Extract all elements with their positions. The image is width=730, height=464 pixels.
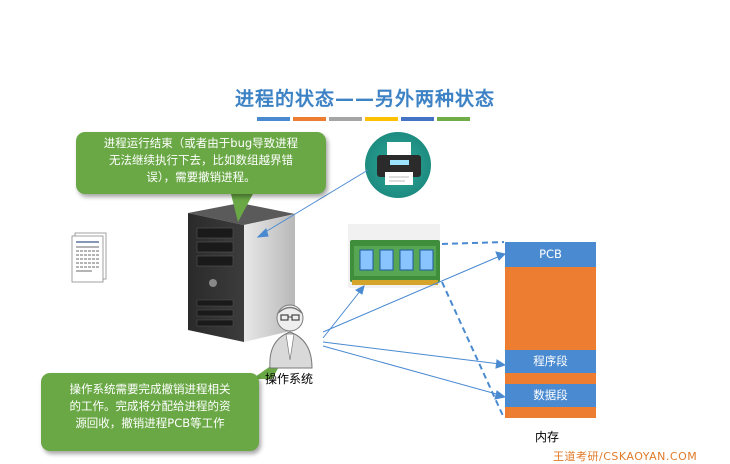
memory-label: 内存	[535, 430, 560, 444]
arrow-os-to-data-segment	[322, 345, 501, 396]
memory-expansion-lines	[441, 241, 505, 419]
title-bar-segment	[437, 117, 470, 121]
bubble-text-line: 的工作。完成将分配给进程的资	[69, 399, 231, 413]
title-bar-segment	[365, 117, 398, 121]
title-bar-segment	[257, 117, 290, 121]
bubble-text-line: 误），需要撤销进程。	[146, 170, 256, 184]
top-callout-bubble: 进程运行结束（或者由于bug导致进程 无法继续执行下去，比如数组越界错 误），需…	[76, 132, 326, 194]
title-bar-segment	[329, 117, 362, 121]
memory-pcb-segment: PCB	[505, 242, 596, 267]
bubble-text-line: 无法继续执行下去，比如数组越界错	[109, 153, 293, 167]
bubble-text-line: 操作系统需要完成撤销进程相关	[69, 382, 231, 396]
top-bubble-tail	[230, 190, 255, 222]
os-label: 操作系统	[265, 372, 314, 386]
bubble-text-line: 进程运行结束（或者由于bug导致进程	[103, 136, 299, 150]
memory-block: PCB 程序段 数据段	[505, 242, 596, 418]
memory-module-icon	[348, 224, 440, 288]
memory-data-segment: 数据段	[505, 384, 596, 407]
bubble-text-line: 源回收，撤销进程PCB等工作	[75, 416, 225, 430]
arrow-os-to-memory-module-head	[355, 285, 365, 295]
printer-icon	[365, 132, 431, 198]
title-bar-segment	[401, 117, 434, 121]
arrow-os-to-code-segment	[322, 341, 501, 365]
arrow-printer-to-tower	[261, 169, 369, 235]
title-bar-segment	[293, 117, 326, 121]
arrow-os-to-memory-module	[322, 289, 362, 339]
arrow-os-to-pcb	[322, 255, 501, 333]
bottom-callout-bubble: 操作系统需要完成撤销进程相关 的工作。完成将分配给进程的资 源回收，撤销进程PC…	[41, 373, 259, 451]
os-person-icon	[269, 304, 313, 369]
connector-arrows	[256, 169, 507, 400]
arrow-printer-to-tower-head	[256, 228, 269, 238]
arrow-os-to-code-segment-head	[495, 359, 507, 369]
document-icon	[71, 232, 107, 283]
arrow-os-to-pcb-head	[495, 251, 506, 261]
arrow-os-to-data-segment-head	[494, 390, 507, 400]
page-title: 进程的状态——另外两种状态	[234, 88, 495, 110]
memory-code-segment: 程序段	[505, 350, 596, 373]
watermark: 王道考研/CSKAOYAN.COM	[553, 450, 698, 463]
